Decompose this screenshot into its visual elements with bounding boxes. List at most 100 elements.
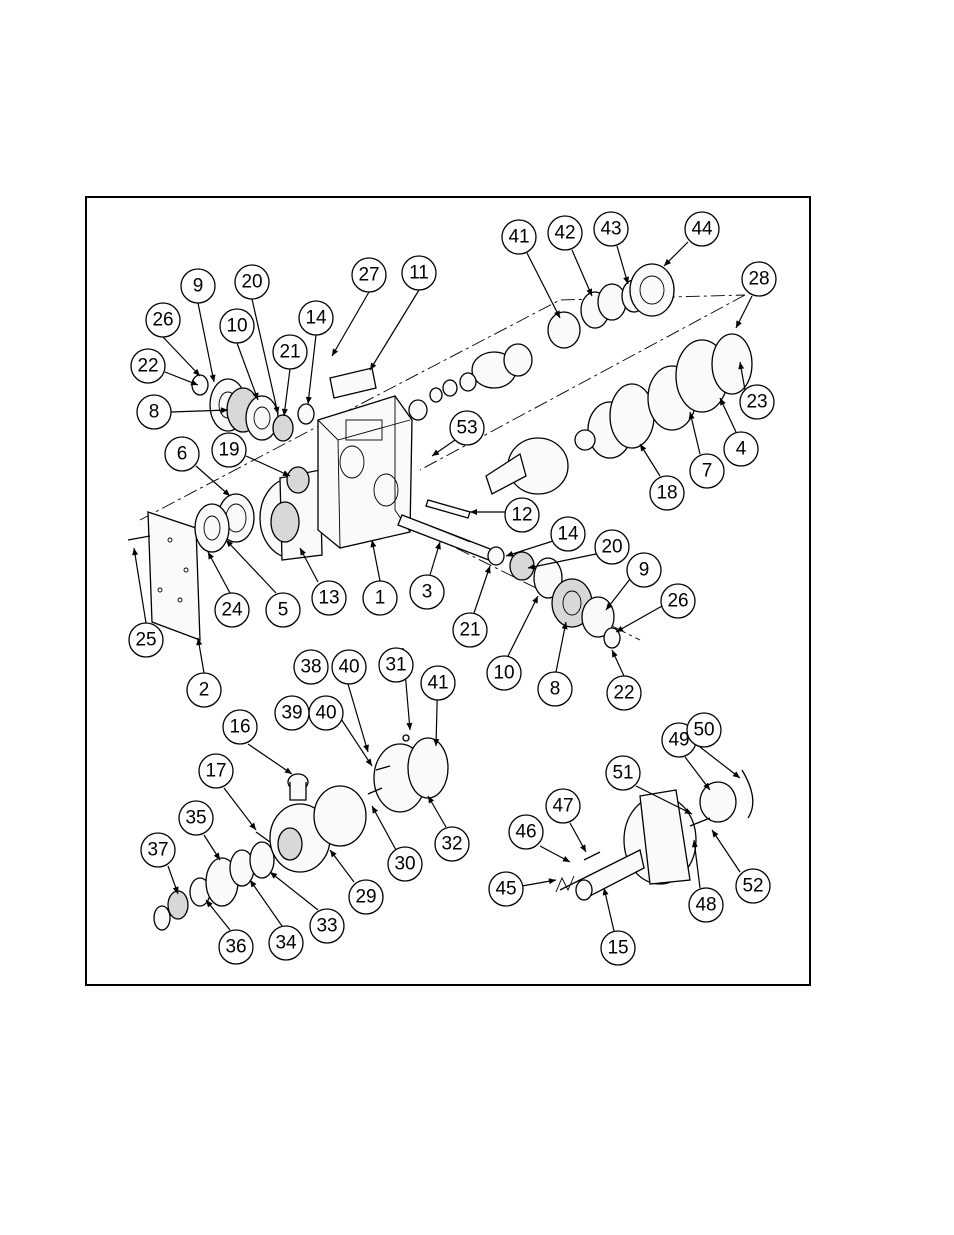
callout-48: 48	[689, 888, 723, 922]
callout-13: 13	[312, 581, 346, 615]
callout-40b: 40	[309, 696, 343, 730]
svg-text:21: 21	[459, 620, 480, 641]
svg-text:1: 1	[375, 588, 386, 609]
svg-text:34: 34	[275, 933, 297, 954]
svg-text:43: 43	[600, 219, 621, 240]
left-bearing-stack-part	[192, 375, 314, 493]
svg-text:53: 53	[456, 418, 477, 439]
lower-right-assembly-part	[556, 770, 753, 900]
svg-text:9: 9	[639, 560, 650, 581]
callout-5: 5	[266, 593, 300, 627]
shaft-3-part	[398, 515, 498, 562]
svg-text:26: 26	[152, 310, 173, 331]
callout-45: 45	[489, 872, 523, 906]
leader-arrowhead	[432, 450, 439, 456]
callout-20: 20	[235, 265, 269, 299]
callout-4: 4	[724, 432, 758, 466]
svg-text:33: 33	[316, 916, 337, 937]
leader-arrowhead	[210, 375, 216, 382]
svg-text:27: 27	[358, 265, 379, 286]
svg-text:21: 21	[279, 342, 300, 363]
leader-arrowhead	[470, 509, 477, 515]
callout-28: 28	[742, 262, 776, 296]
callout-23: 23	[740, 385, 774, 419]
callout-22b: 22	[607, 676, 641, 710]
svg-text:30: 30	[394, 854, 415, 875]
svg-text:20: 20	[601, 537, 622, 558]
callout-33: 33	[310, 909, 344, 943]
callout-24: 24	[215, 593, 249, 627]
svg-text:28: 28	[748, 269, 769, 290]
leader-line	[270, 872, 318, 910]
leader-line	[694, 840, 700, 888]
svg-text:11: 11	[409, 263, 429, 284]
svg-text:51: 51	[612, 763, 633, 784]
leader-arrowhead	[435, 542, 441, 550]
svg-text:50: 50	[693, 720, 714, 741]
callout-50: 50	[687, 713, 721, 747]
callout-46: 46	[509, 815, 543, 849]
callout-18: 18	[650, 476, 684, 510]
svg-text:38: 38	[300, 657, 321, 678]
svg-text:25: 25	[135, 630, 156, 651]
leader-line	[372, 806, 396, 850]
callout-16: 16	[223, 710, 257, 744]
leader-line	[250, 880, 282, 926]
callout-21b: 21	[453, 613, 487, 647]
leader-arrowhead	[549, 878, 556, 884]
leader-arrowhead	[370, 362, 376, 370]
leader-line	[616, 606, 662, 632]
leader-arrowhead	[712, 830, 718, 837]
leader-line	[370, 290, 419, 370]
leader-line	[700, 747, 740, 778]
leader-arrowhead	[249, 823, 256, 830]
leader-arrowhead	[640, 444, 646, 452]
leader-line	[508, 596, 538, 656]
svg-text:22: 22	[137, 356, 158, 377]
leader-line	[226, 540, 276, 593]
leader-arrowhead	[285, 768, 292, 774]
svg-text:5: 5	[278, 600, 289, 621]
svg-text:42: 42	[554, 223, 575, 244]
callout-32: 32	[435, 827, 469, 861]
svg-text:18: 18	[656, 483, 677, 504]
svg-text:3: 3	[422, 582, 433, 603]
callout-41: 41	[502, 220, 536, 254]
svg-text:14: 14	[305, 308, 327, 329]
leader-arrowhead	[623, 276, 629, 284]
leader-arrowhead	[733, 771, 740, 778]
callout-6: 6	[165, 437, 199, 471]
svg-text:12: 12	[511, 505, 532, 526]
callout-7: 7	[690, 454, 724, 488]
callout-40: 40	[332, 650, 366, 684]
callout-29: 29	[349, 880, 383, 914]
callout-2: 2	[187, 673, 221, 707]
callout-19: 19	[212, 433, 246, 467]
svg-text:16: 16	[229, 717, 250, 738]
svg-text:41: 41	[508, 227, 529, 248]
svg-text:8: 8	[550, 679, 561, 700]
callout-26: 26	[146, 303, 180, 337]
callout-35: 35	[179, 801, 213, 835]
leader-line	[556, 622, 566, 672]
callout-26b: 26	[661, 584, 695, 618]
leader-arrowhead	[363, 744, 369, 752]
svg-text:47: 47	[552, 796, 573, 817]
callout-34: 34	[269, 926, 303, 960]
svg-text:35: 35	[185, 808, 206, 829]
svg-text:40: 40	[338, 657, 359, 678]
callout-8b: 8	[538, 672, 572, 706]
callout-36: 36	[219, 930, 253, 964]
callout-31: 31	[379, 648, 413, 682]
callout-9b: 9	[627, 553, 661, 587]
svg-text:10: 10	[493, 663, 514, 684]
svg-text:41: 41	[427, 673, 448, 694]
svg-text:32: 32	[441, 834, 462, 855]
leader-arrowhead	[366, 759, 372, 766]
svg-text:26: 26	[667, 591, 688, 612]
cover-plate-part	[148, 512, 200, 640]
svg-text:52: 52	[742, 876, 763, 897]
svg-text:7: 7	[702, 461, 713, 482]
callout-39: 39	[275, 696, 309, 730]
leader-line	[134, 548, 146, 623]
